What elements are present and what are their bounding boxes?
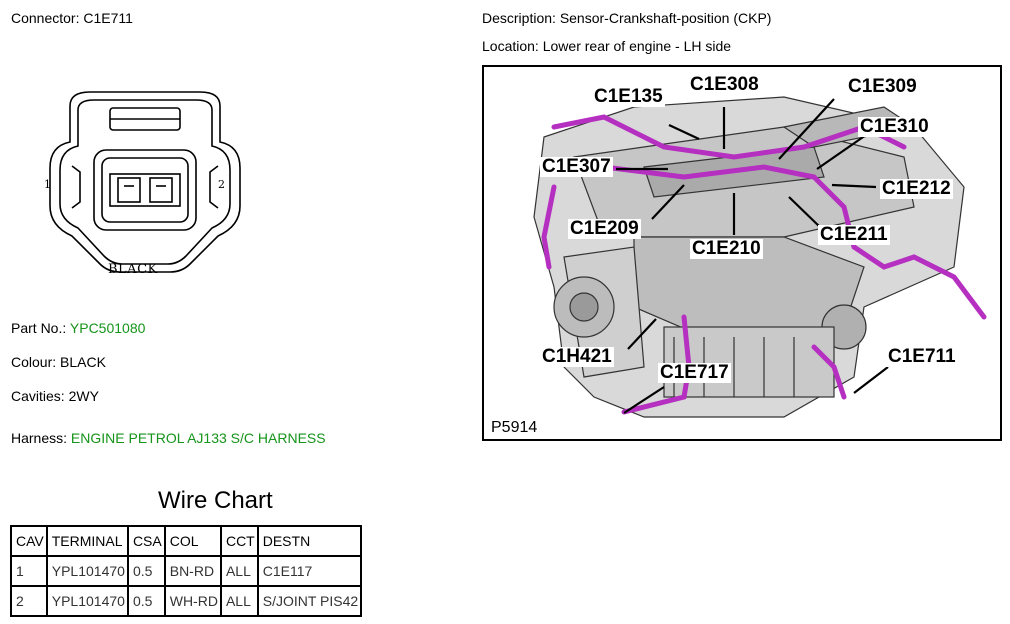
cell-csa: 0.5 [126, 555, 166, 587]
location-value: Lower rear of engine - LH side [542, 38, 732, 54]
wire-chart-table: CAV TERMINAL CSA COL CCT DESTN 1 YPL1014… [10, 525, 363, 617]
cell-destn: C1E117 [256, 555, 363, 587]
callout-c1e212: C1E212 [880, 178, 953, 199]
cavities-value: 2WY [68, 388, 99, 404]
cell-cav: 1 [10, 555, 48, 587]
callout-c1e211: C1E211 [818, 224, 890, 245]
col-header-col: COL [163, 525, 222, 557]
cell-col: WH-RD [163, 585, 222, 617]
cavities-line: Cavities: 2WY [11, 388, 99, 404]
description-line: Description: Sensor-Crankshaft-position … [482, 10, 771, 26]
engine-illustration-icon [533, 96, 987, 418]
col-header-cav: CAV [10, 525, 48, 557]
harness-link[interactable]: ENGINE PETROL AJ133 S/C HARNESS [70, 430, 326, 446]
cell-terminal: YPL101470 [45, 555, 129, 587]
table-row: 1 YPL101470 0.5 BN-RD ALL C1E117 [10, 555, 363, 587]
connector-outline-icon [49, 91, 241, 273]
wire-chart-header-row: CAV TERMINAL CSA COL CCT DESTN [10, 525, 363, 557]
col-header-destn: DESTN [256, 525, 363, 557]
col-header-terminal: TERMINAL [45, 525, 129, 557]
callout-c1e310: C1E310 [858, 116, 931, 137]
callout-c1e309: C1E309 [846, 76, 919, 97]
colour-label: Colour: [11, 354, 57, 370]
wire-chart-title: Wire Chart [158, 487, 273, 514]
picture-reference-label: P5914 [488, 419, 541, 437]
part-no-link[interactable]: YPC501080 [69, 320, 146, 336]
cell-cav: 2 [10, 585, 48, 617]
callout-c1e717: C1E717 [658, 362, 731, 383]
colour-value: BLACK [60, 354, 106, 370]
pin-1-label: 1 [44, 178, 51, 191]
col-header-cct: CCT [219, 525, 259, 557]
callout-c1e711: C1E711 [886, 346, 958, 367]
description-label: Description: [482, 10, 556, 26]
table-row: 2 YPL101470 0.5 WH-RD ALL S/JOINT PIS42 [10, 585, 363, 617]
part-no-line: Part No.: YPC501080 [11, 320, 145, 336]
engine-location-image: C1E135 C1E308 C1E309 C1E310 C1E307 C1E21… [482, 65, 1002, 441]
connector-face-drawing: 1 2 [40, 86, 250, 286]
pin-2-label: 2 [218, 178, 225, 191]
harness-line: Harness: ENGINE PETROL AJ133 S/C HARNESS [11, 430, 326, 446]
callout-c1e308: C1E308 [688, 74, 761, 95]
cell-terminal: YPL101470 [45, 585, 129, 617]
harness-label: Harness: [11, 430, 68, 446]
connector-line: Connector: C1E711 [11, 10, 133, 26]
callout-c1e135: C1E135 [592, 86, 665, 107]
part-no-label: Part No.: [11, 320, 67, 336]
connector-id: C1E711 [83, 10, 133, 26]
cell-cct: ALL [219, 585, 259, 617]
col-header-csa: CSA [126, 525, 166, 557]
callout-c1h421: C1H421 [540, 346, 614, 367]
colour-line: Colour: BLACK [11, 354, 106, 370]
cavities-label: Cavities: [11, 388, 65, 404]
cell-cct: ALL [219, 555, 259, 587]
cell-csa: 0.5 [126, 585, 166, 617]
cell-col: BN-RD [163, 555, 222, 587]
description-value: Sensor-Crankshaft-position (CKP) [559, 10, 772, 26]
connector-label: Connector: [11, 10, 80, 26]
location-line: Location: Lower rear of engine - LH side [482, 38, 731, 54]
location-label: Location: [482, 38, 539, 54]
cell-destn: S/JOINT PIS42 [256, 585, 363, 617]
callout-c1e209: C1E209 [568, 218, 641, 239]
callout-c1e210: C1E210 [690, 238, 763, 259]
callout-c1e307: C1E307 [540, 156, 613, 177]
connector-color-label: BLACK [108, 262, 158, 277]
